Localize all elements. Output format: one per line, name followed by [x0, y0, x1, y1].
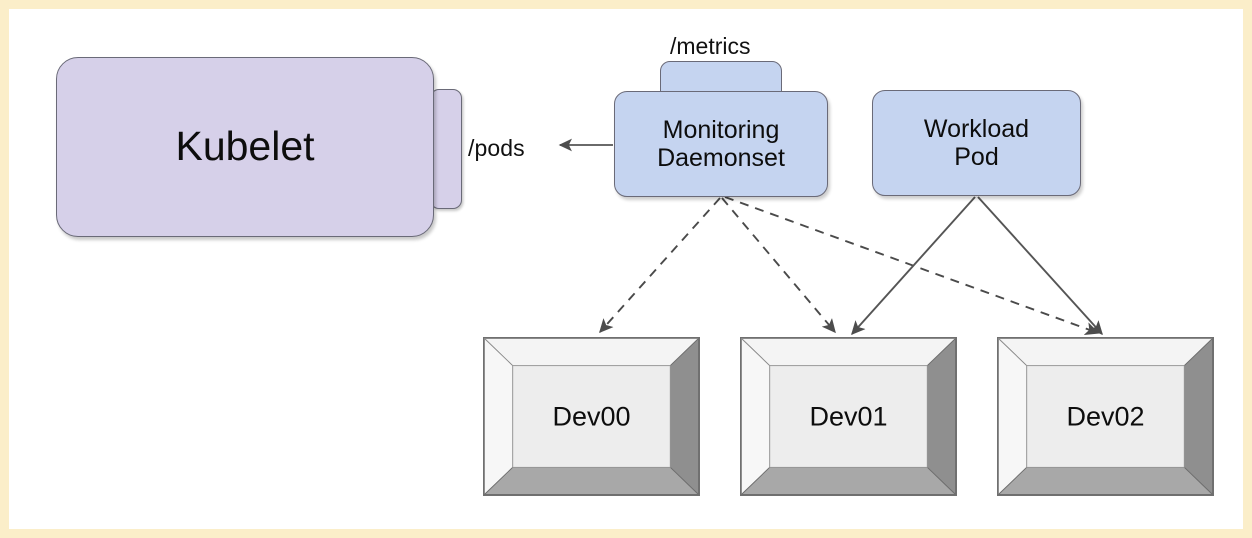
metrics-endpoint-label: /metrics — [670, 33, 751, 59]
node-device-dev02[interactable]: Dev02 — [997, 337, 1214, 496]
device-label: Dev01 — [809, 401, 888, 431]
workload-pod-label: Workload Pod — [923, 115, 1030, 171]
edge-daemonset-to-dev2 — [724, 196, 1098, 333]
edge-daemonset-to-dev0 — [600, 197, 721, 332]
kubelet-label: Kubelet — [175, 123, 315, 170]
monitoring-daemonset-label: Monitoring Daemonset — [657, 116, 785, 172]
node-workload-pod[interactable]: Workload Pod — [872, 90, 1081, 196]
device-label: Dev02 — [1066, 401, 1145, 431]
device-bevel-frame — [741, 338, 956, 495]
device-bevel-frame — [998, 338, 1213, 495]
device-label: Dev00 — [552, 401, 631, 431]
diagram-surface: Kubelet /pods /metrics Monitoring Daemon… — [9, 9, 1243, 529]
edge-workload-to-dev2 — [977, 196, 1102, 334]
connector-layer — [9, 9, 1243, 529]
node-device-dev00[interactable]: Dev00 — [483, 337, 700, 496]
edge-workload-to-dev1 — [852, 196, 976, 334]
node-device-dev01[interactable]: Dev01 — [740, 337, 957, 496]
node-monitoring-daemonset[interactable]: Monitoring Daemonset — [614, 91, 828, 197]
edge-daemonset-to-dev1 — [721, 197, 835, 332]
pods-endpoint-label: /pods — [468, 135, 525, 161]
node-kubelet[interactable]: Kubelet — [56, 57, 434, 237]
device-bevel-frame — [484, 338, 699, 495]
kubelet-pods-port[interactable] — [430, 89, 462, 209]
